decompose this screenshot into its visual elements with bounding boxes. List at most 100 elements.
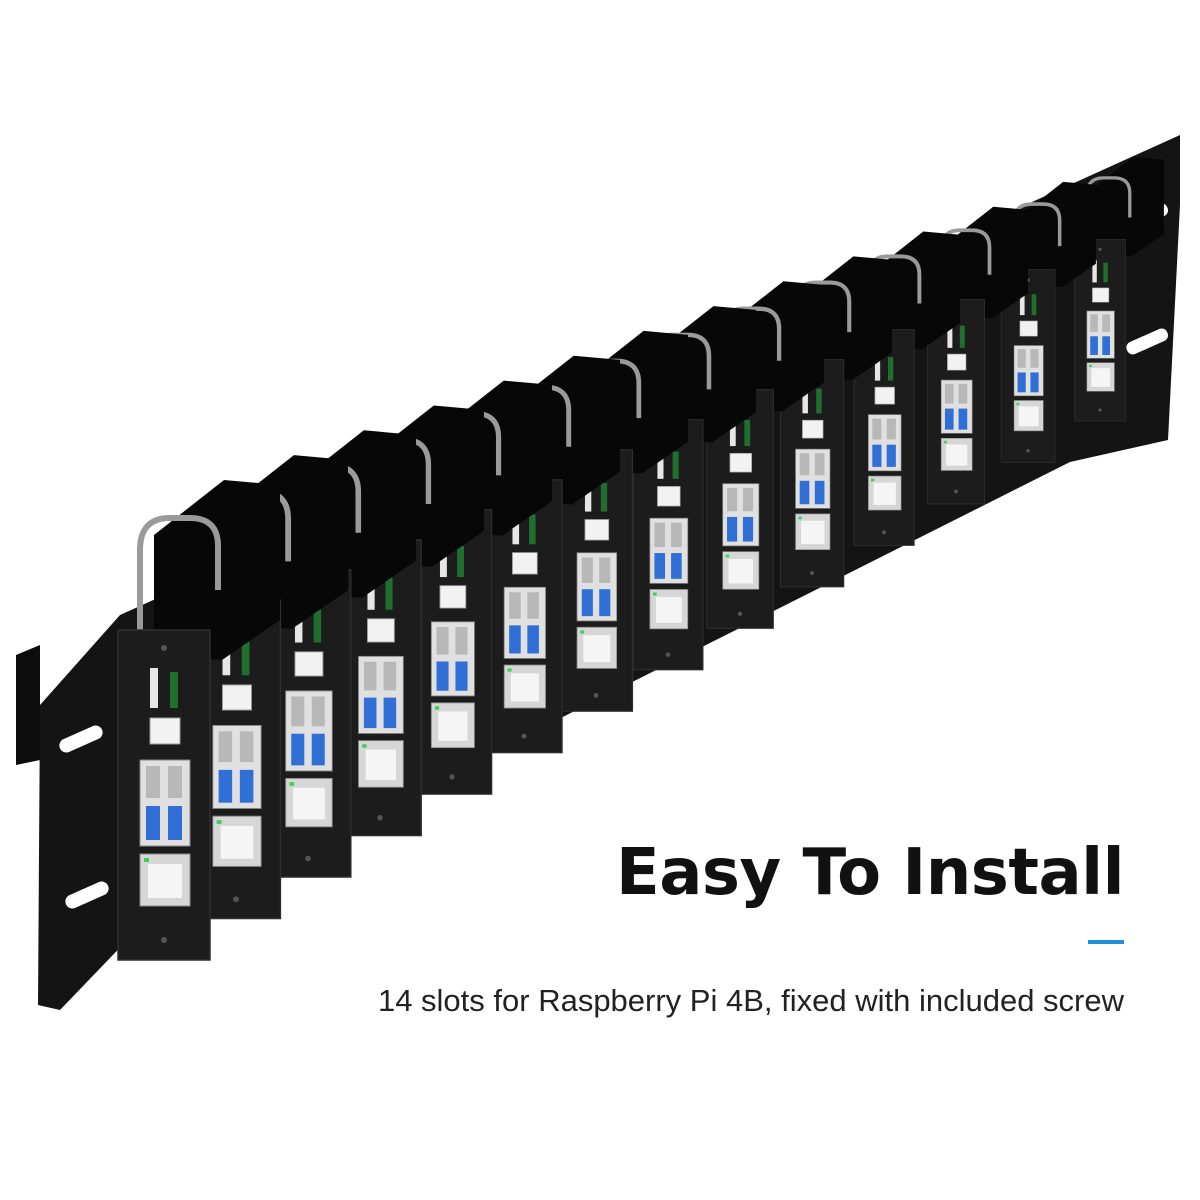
usb2-port bbox=[527, 592, 539, 619]
screw-hole bbox=[161, 645, 167, 651]
ethernet-led bbox=[289, 782, 295, 786]
ethernet-led bbox=[652, 592, 657, 596]
usb3-port bbox=[1017, 372, 1026, 393]
ethernet-port-opening bbox=[946, 444, 968, 466]
usb2-port bbox=[654, 522, 666, 548]
sd-card-slot bbox=[947, 323, 953, 348]
usb3-port bbox=[944, 408, 954, 430]
screw-hole bbox=[810, 571, 815, 576]
usb3-port bbox=[886, 444, 896, 467]
board-edge-cutout bbox=[241, 640, 250, 676]
usb3-port bbox=[218, 769, 233, 803]
usb3-port bbox=[168, 806, 182, 840]
screw-hole bbox=[161, 937, 167, 943]
screw-hole bbox=[233, 896, 239, 903]
screw-hole bbox=[665, 652, 671, 657]
sd-card-slot bbox=[584, 479, 592, 512]
pi-slot bbox=[117, 480, 280, 961]
hdmi-port bbox=[729, 452, 752, 473]
usb2-port bbox=[799, 453, 810, 476]
hdmi-port bbox=[657, 486, 681, 507]
ethernet-port-opening bbox=[728, 558, 754, 584]
ethernet-led bbox=[216, 820, 222, 824]
ethernet-port-opening bbox=[438, 711, 468, 741]
hdmi-port bbox=[512, 552, 538, 575]
ethernet-port-opening bbox=[1018, 406, 1039, 427]
ethernet-led bbox=[1089, 364, 1092, 368]
usb3-port bbox=[654, 553, 666, 579]
usb3-port bbox=[455, 661, 468, 691]
usb2-port bbox=[311, 696, 325, 727]
sd-card-slot bbox=[729, 417, 736, 447]
board-edge-cutout bbox=[529, 514, 536, 545]
ethernet-port-opening bbox=[801, 520, 825, 545]
ethernet-port-opening bbox=[365, 749, 397, 781]
usb3-port bbox=[509, 625, 521, 654]
board-edge-cutout bbox=[816, 388, 822, 414]
usb2-port bbox=[958, 383, 968, 404]
usb3-port bbox=[799, 480, 810, 505]
board-edge-cutout bbox=[385, 577, 393, 610]
hdmi-port bbox=[439, 585, 467, 609]
usb2-port bbox=[1017, 349, 1026, 368]
usb2-port bbox=[146, 766, 160, 798]
hdmi-port bbox=[367, 618, 395, 643]
sd-card-slot bbox=[512, 511, 520, 545]
usb3-port bbox=[727, 516, 738, 542]
usb2-port bbox=[944, 383, 954, 404]
board-edge-cutout bbox=[1103, 262, 1108, 283]
screw-hole bbox=[954, 489, 958, 494]
usb3-port bbox=[1090, 336, 1098, 355]
hdmi-port bbox=[947, 353, 967, 371]
usb2-port bbox=[455, 627, 468, 655]
ethernet-port-opening bbox=[1091, 368, 1110, 387]
usb3-port bbox=[581, 589, 593, 617]
ethernet-port-opening bbox=[148, 864, 182, 898]
usb2-port bbox=[168, 766, 182, 798]
usb2-port bbox=[1102, 314, 1110, 332]
ethernet-led bbox=[362, 744, 367, 748]
ethernet-port-opening bbox=[293, 787, 325, 820]
usb2-port bbox=[291, 696, 305, 727]
left-flange bbox=[16, 645, 40, 765]
hdmi-port bbox=[149, 717, 181, 745]
board-edge-cutout bbox=[959, 325, 965, 348]
usb3-port bbox=[814, 480, 825, 505]
sd-card-slot bbox=[439, 542, 447, 578]
usb2-port bbox=[509, 592, 521, 619]
ethernet-port-opening bbox=[583, 635, 611, 663]
ethernet-led bbox=[144, 858, 149, 862]
hdmi-port bbox=[1019, 320, 1038, 337]
usb2-port bbox=[599, 557, 611, 583]
pi-slot bbox=[853, 231, 960, 546]
usb2-port bbox=[1090, 314, 1098, 332]
usb2-port bbox=[363, 661, 377, 691]
sd-card-slot bbox=[802, 385, 808, 414]
usb3-port bbox=[239, 769, 254, 803]
ethernet-port-opening bbox=[655, 597, 682, 623]
usb3-port bbox=[383, 697, 397, 729]
screw-hole bbox=[521, 733, 527, 739]
screw-hole bbox=[1098, 247, 1102, 252]
usb3-port bbox=[311, 733, 325, 766]
board-edge-cutout bbox=[888, 357, 894, 381]
usb3-port bbox=[363, 697, 377, 729]
usb2-port bbox=[671, 522, 682, 548]
usb2-port bbox=[886, 418, 896, 440]
sd-card-slot bbox=[1019, 291, 1025, 316]
usb2-port bbox=[581, 557, 593, 583]
ethernet-led bbox=[725, 554, 730, 558]
usb3-port bbox=[742, 516, 754, 542]
hdmi-port bbox=[874, 386, 895, 405]
screw-hole bbox=[305, 855, 311, 862]
usb3-port bbox=[146, 806, 160, 840]
hdmi-port bbox=[294, 651, 324, 677]
usb3-port bbox=[958, 408, 968, 430]
board-edge-cutout bbox=[313, 609, 322, 643]
usb2-port bbox=[218, 731, 233, 763]
screw-hole bbox=[1026, 449, 1030, 453]
usb2-port bbox=[872, 418, 882, 440]
ethernet-led bbox=[943, 440, 947, 444]
usb2-port bbox=[814, 453, 825, 476]
